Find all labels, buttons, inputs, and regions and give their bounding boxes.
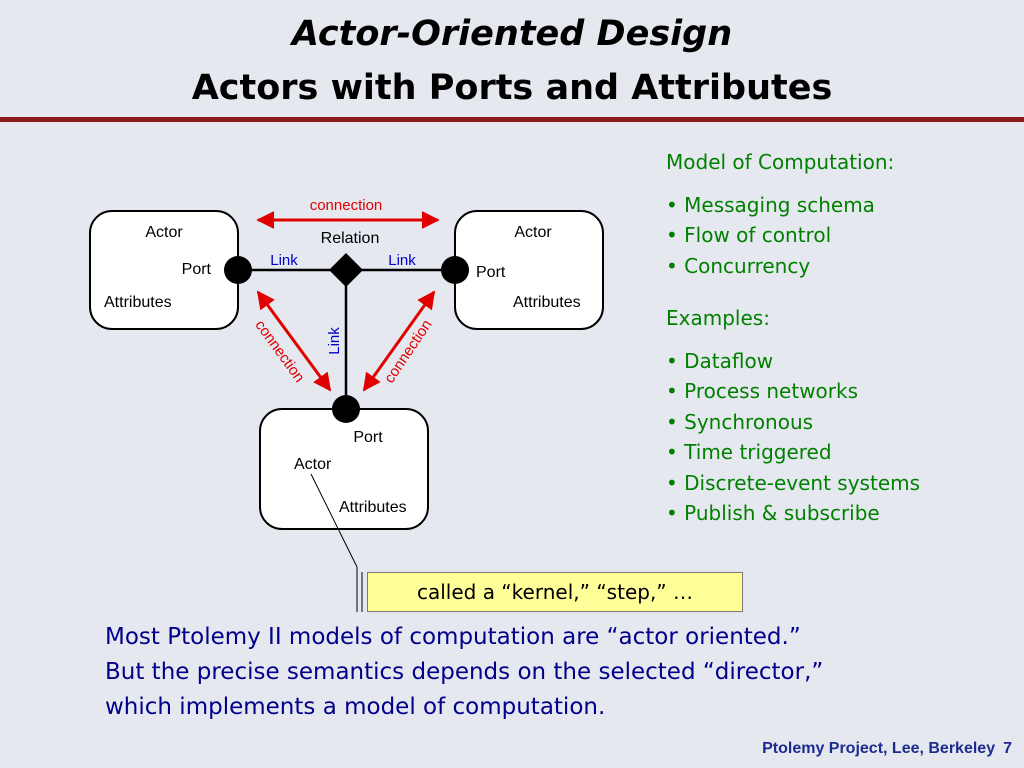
attributes-right-label: Attributes bbox=[513, 294, 581, 311]
list-item: • Process networks bbox=[666, 379, 859, 403]
link-left-label: Link bbox=[270, 252, 298, 269]
footer-credit: Ptolemy Project, Lee, Berkeley bbox=[762, 740, 996, 757]
list-item: • Time triggered bbox=[666, 440, 832, 464]
port-bottom-label: Port bbox=[353, 429, 383, 446]
port-right-label: Port bbox=[476, 264, 506, 281]
actor-left-label: Actor bbox=[145, 224, 183, 241]
kernel-callout: called a “kernel,” “step,” … bbox=[367, 572, 743, 612]
title-divider bbox=[0, 117, 1024, 122]
actor-right-label: Actor bbox=[514, 224, 552, 241]
slide-footer: Ptolemy Project, Lee, Berkeley 7 bbox=[762, 740, 1012, 758]
port-left-label: Port bbox=[182, 261, 212, 278]
list-item: • Flow of control bbox=[666, 223, 832, 247]
callout-pointer bbox=[310, 473, 358, 568]
link-vertical-label: Link bbox=[326, 327, 343, 355]
list-item: • Synchronous bbox=[666, 409, 814, 434]
model-of-computation-list: • Messaging schema • Flow of control • C… bbox=[666, 190, 1016, 282]
relation-label: Relation bbox=[321, 230, 380, 247]
model-of-computation-heading: Model of Computation: bbox=[666, 150, 895, 174]
list-item: • Dataflow bbox=[666, 348, 774, 373]
summary-line-2: But the precise semantics depends on the… bbox=[105, 659, 824, 685]
port-bottom bbox=[332, 395, 360, 423]
port-right bbox=[441, 256, 469, 284]
slide-title-line2: Actors with Ports and Attributes bbox=[191, 68, 833, 108]
summary-line-1: Most Ptolemy II models of computation ar… bbox=[105, 624, 801, 650]
link-right-label: Link bbox=[388, 252, 416, 269]
summary-paragraph: Most Ptolemy II models of computation ar… bbox=[105, 620, 985, 725]
connection-left-label: connection bbox=[251, 317, 307, 386]
slide-title-line1: Actor-Oriented Design bbox=[291, 14, 733, 54]
examples-list: • Dataflow • Process networks • Synchron… bbox=[666, 346, 1016, 529]
attributes-left-label: Attributes bbox=[104, 294, 172, 311]
relation-diamond bbox=[329, 253, 363, 287]
attributes-bottom-label: Attributes bbox=[339, 499, 407, 516]
actor-bottom-label: Actor bbox=[294, 456, 332, 473]
connection-arrow-right bbox=[362, 290, 436, 392]
model-of-computation-panel: Model of Computation: • Messaging schema… bbox=[666, 147, 1016, 551]
page-number: 7 bbox=[1003, 740, 1012, 757]
examples-heading: Examples: bbox=[666, 306, 770, 330]
port-left bbox=[224, 256, 252, 284]
list-item: • Concurrency bbox=[666, 253, 811, 278]
list-item: • Discrete-event systems bbox=[666, 470, 921, 495]
summary-line-3: which implements a model of computation. bbox=[105, 694, 606, 720]
list-item: • Publish & subscribe bbox=[666, 501, 880, 525]
connection-arrow-left bbox=[256, 290, 332, 392]
connection-top-label: connection bbox=[310, 197, 383, 214]
list-item: • Messaging schema bbox=[666, 192, 875, 217]
